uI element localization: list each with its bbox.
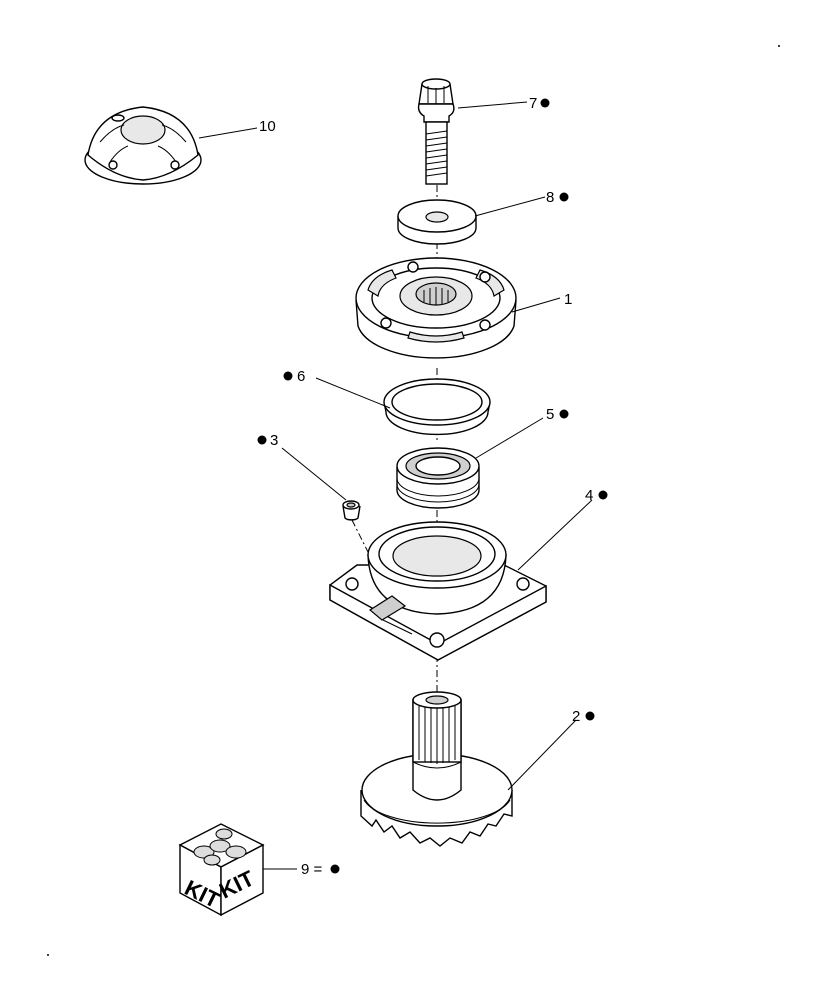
part-1-hub — [355, 257, 517, 359]
callout-3-label: 3 — [270, 432, 278, 449]
callout-5: 5 — [546, 406, 569, 423]
callout-6-label: 6 — [297, 368, 305, 385]
part-3-fitting — [342, 500, 361, 521]
bullet-icon — [330, 864, 340, 874]
callout-3: 3 — [257, 432, 278, 449]
part-5-bearing — [396, 447, 480, 509]
callout-4-label: 4 — [585, 487, 593, 504]
callout-6: 6 — [283, 368, 305, 385]
part-10-cap — [84, 106, 202, 185]
stray-dot — [778, 45, 780, 47]
bullet-icon — [257, 435, 267, 445]
callout-8-label: 8 — [546, 189, 554, 206]
part-9-kit-box: KIT KIT — [178, 823, 265, 917]
part-6-ring — [383, 378, 491, 436]
callout-2-label: 2 — [572, 708, 580, 725]
callout-1: 1 — [564, 291, 572, 308]
stray-dot — [47, 954, 49, 956]
part-8-washer — [397, 199, 477, 245]
leader-lines — [198, 101, 593, 870]
callout-7: 7 — [529, 95, 550, 112]
callout-10: 10 — [259, 118, 276, 135]
part-4-housing — [329, 521, 547, 661]
callout-9: 9 = — [301, 861, 340, 878]
bullet-icon — [598, 490, 608, 500]
callout-10-label: 10 — [259, 118, 276, 135]
callout-5-label: 5 — [546, 406, 554, 423]
bullet-icon — [585, 711, 595, 721]
callout-4: 4 — [585, 487, 608, 504]
callout-1-label: 1 — [564, 291, 572, 308]
bullet-icon — [540, 98, 550, 108]
part-2-shaft-gear — [360, 691, 513, 847]
callout-2: 2 — [572, 708, 595, 725]
bullet-icon — [283, 371, 293, 381]
part-7-bolt — [417, 78, 455, 185]
bullet-icon — [559, 409, 569, 419]
callout-7-label: 7 — [529, 95, 537, 112]
callout-8: 8 — [546, 189, 569, 206]
callout-9-label: 9 = — [301, 861, 323, 878]
bullet-icon — [559, 192, 569, 202]
